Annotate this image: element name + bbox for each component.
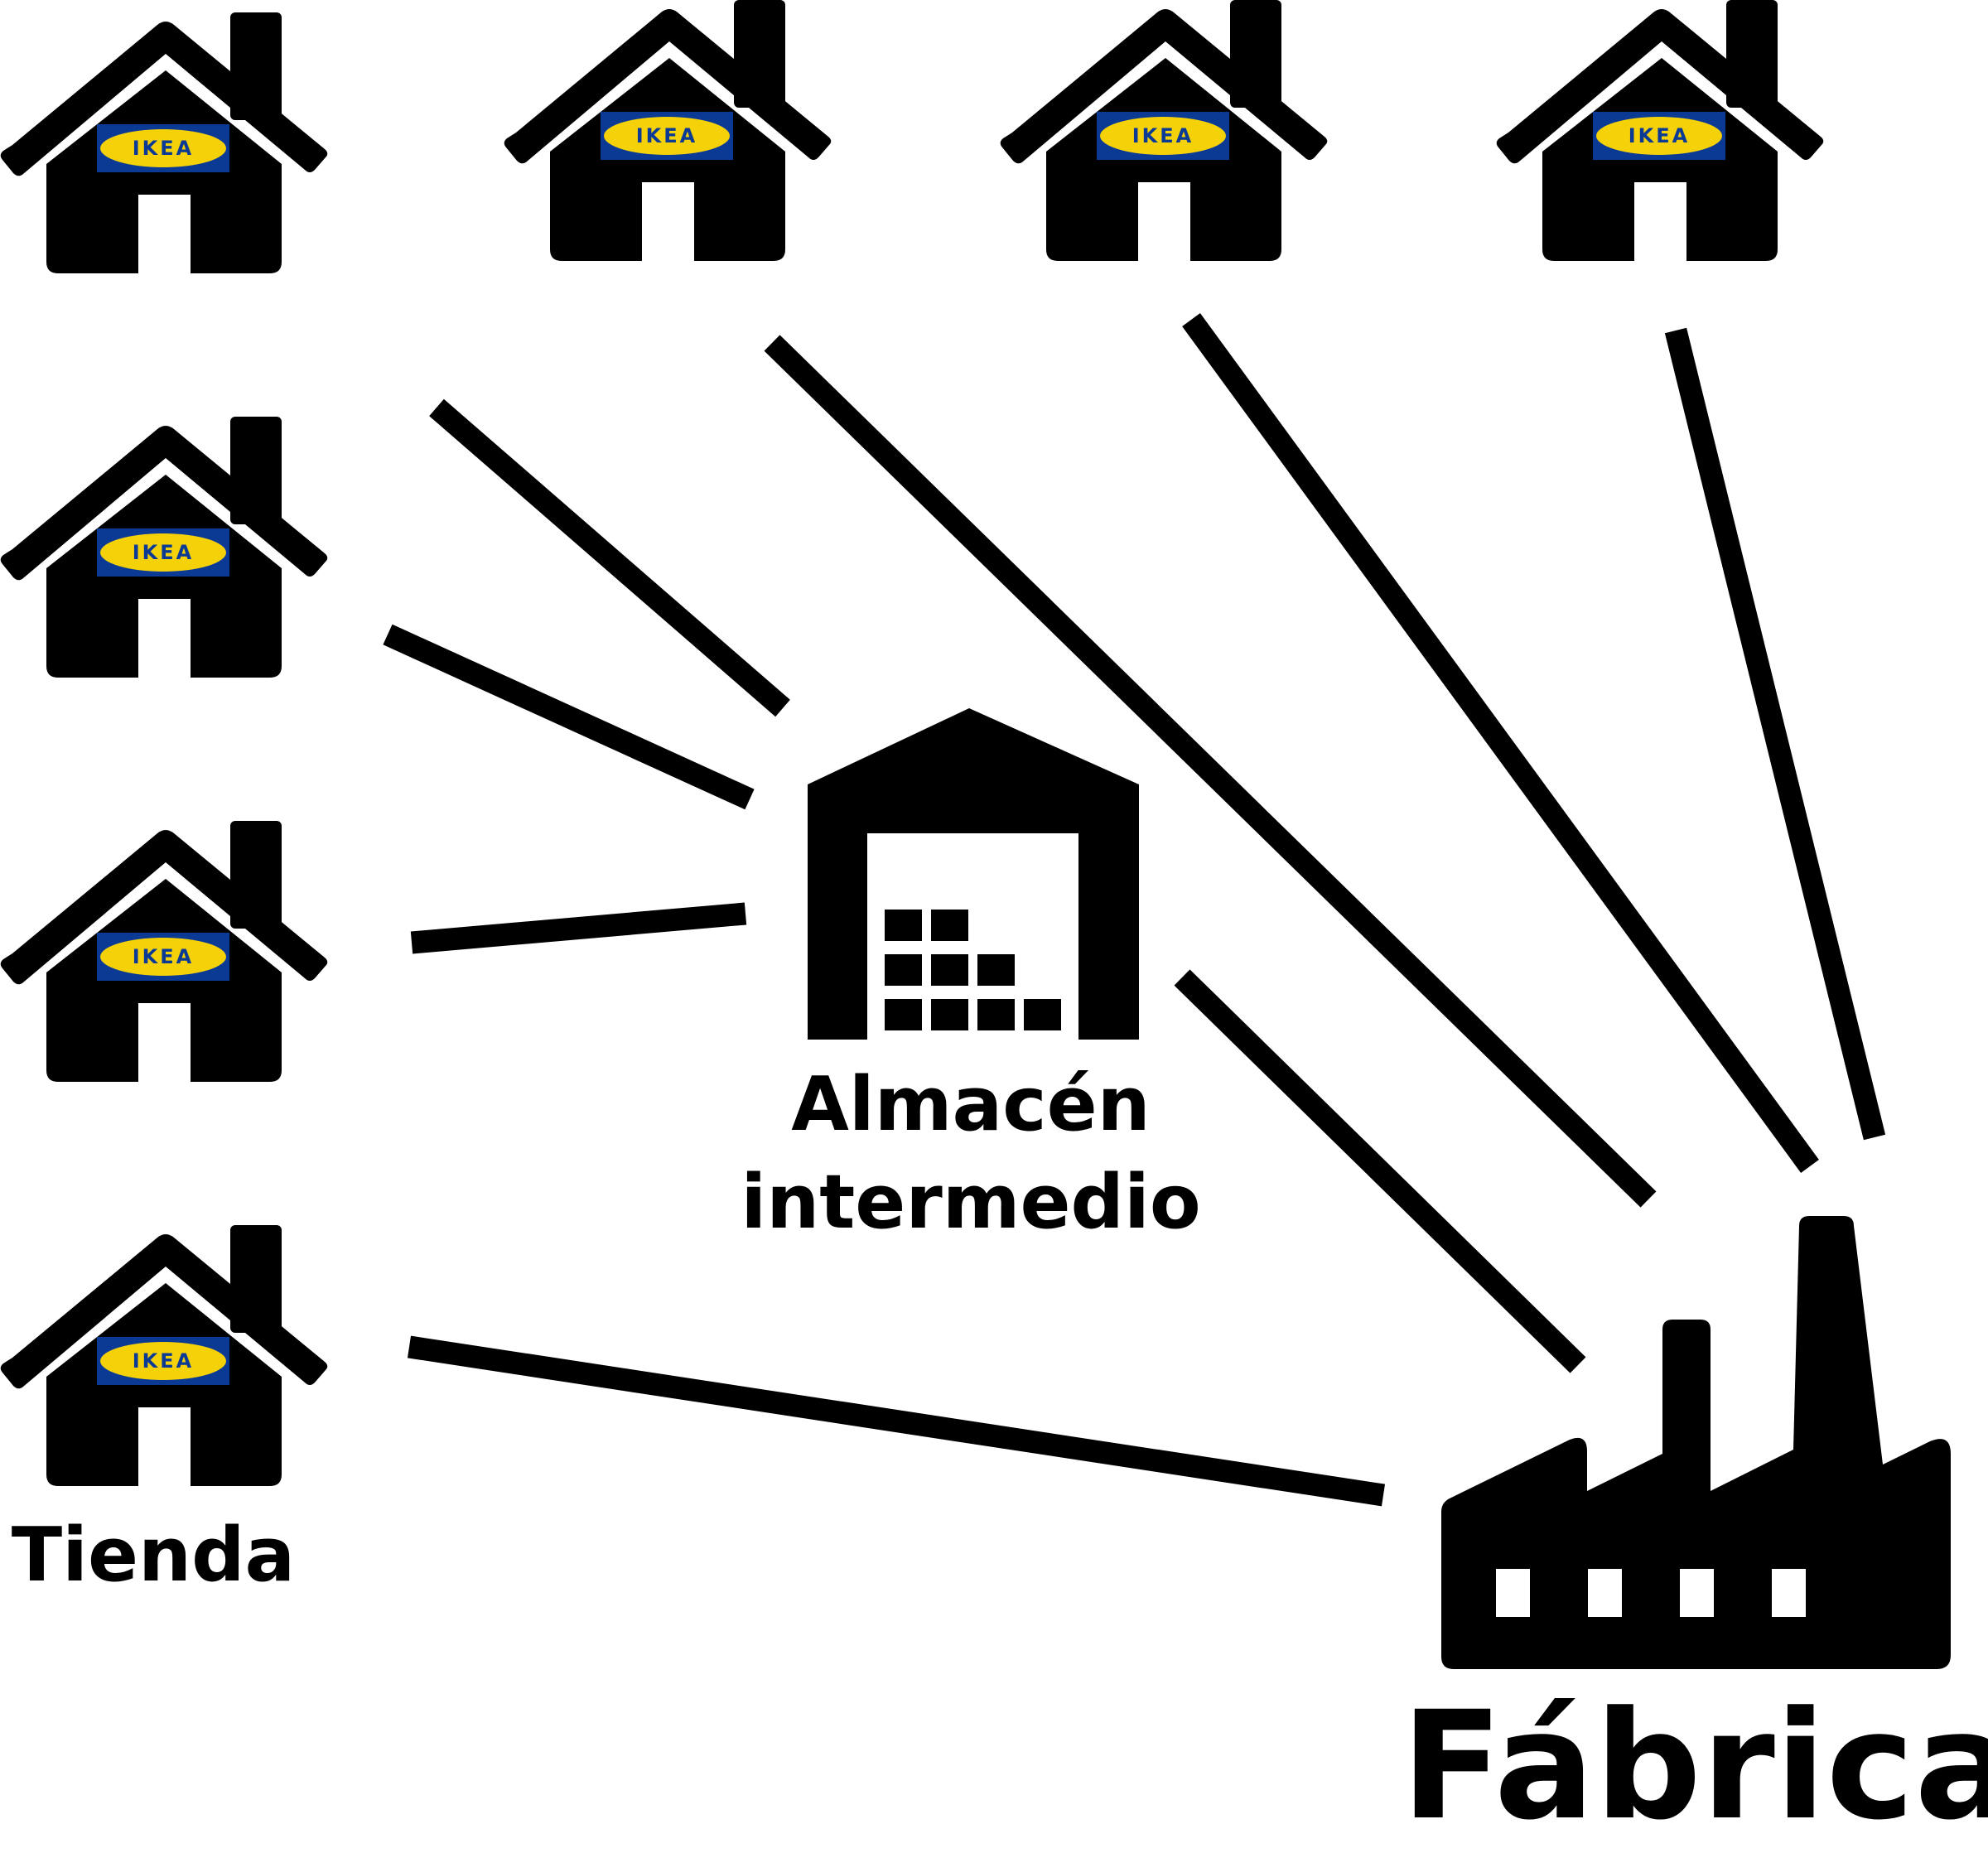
warehouse-label-line1: Almacén bbox=[791, 1061, 1151, 1148]
line-store2-warehouse bbox=[429, 398, 790, 717]
store-label: Tienda bbox=[11, 1512, 296, 1599]
ikea-logo-text: IKEA bbox=[1629, 124, 1691, 147]
line-top4-factory bbox=[1664, 327, 1886, 1141]
warehouse-icon bbox=[808, 708, 1139, 1040]
line-store3-warehouse bbox=[383, 624, 755, 810]
warehouse-label: Almacén intermedio bbox=[741, 1056, 1200, 1252]
connection-lines bbox=[383, 313, 1886, 1507]
line-top3-factory bbox=[1182, 313, 1819, 1173]
ikea-logo-text: IKEA bbox=[133, 137, 195, 160]
ikea-logo-text: IKEA bbox=[636, 124, 698, 147]
factory-icon bbox=[1441, 1216, 1951, 1669]
ikea-logo-text: IKEA bbox=[1132, 124, 1194, 147]
ikea-logo-text: IKEA bbox=[133, 541, 195, 564]
ikea-logo-text: IKEA bbox=[133, 945, 195, 968]
factory-label: Fábrica bbox=[1401, 1680, 1988, 1853]
warehouse-label-line2: intermedio bbox=[741, 1159, 1201, 1246]
line-store5-factory bbox=[407, 1335, 1386, 1507]
distribution-diagram: IKEA IKEA IKEA IKEA IKEA IKEA IKEA bbox=[0, 0, 1951, 1669]
line-store4-warehouse bbox=[410, 902, 747, 954]
line-warehouse-factory bbox=[1174, 969, 1586, 1373]
line-top2-factory bbox=[764, 335, 1657, 1208]
ikea-logo-texts: IKEA IKEA IKEA IKEA IKEA IKEA IKEA bbox=[133, 124, 1691, 1373]
ikea-logo-text: IKEA bbox=[133, 1349, 195, 1373]
